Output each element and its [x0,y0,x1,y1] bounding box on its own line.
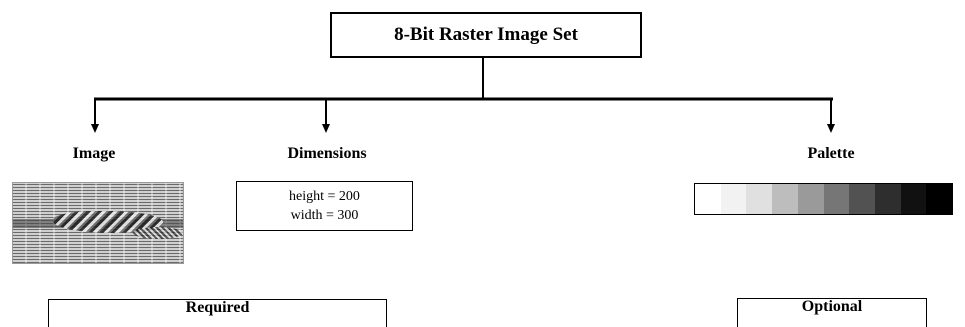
raster-image-thumbnail [12,182,184,264]
width-value: width = 300 [290,208,359,223]
palette-swatch [823,184,850,214]
palette-swatch [849,184,875,214]
arrow-dimensions [322,124,330,133]
title-box: 8-Bit Raster Image Set [330,12,642,58]
node-label-image: Image [72,145,116,162]
palette-swatch [874,184,901,214]
optional-group-box: Optional [737,298,927,327]
arrow-image [91,124,99,133]
optional-label: Optional [801,298,863,315]
palette-swatch [900,184,927,214]
required-label: Required [185,299,250,316]
palette-swatch [926,184,953,214]
palette-swatch [797,184,824,214]
height-value: height = 200 [289,189,360,204]
palette-swatch [772,184,798,214]
title-text: 8-Bit Raster Image Set [394,24,578,45]
palette-swatch [720,184,747,214]
node-label-palette: Palette [807,145,855,162]
palette-swatch [695,184,721,214]
dimensions-box: height = 200 width = 300 [236,181,413,231]
palette-swatch [746,184,773,214]
node-label-dimensions: Dimensions [287,145,367,162]
arrow-palette [827,124,835,133]
palette-strip [694,183,953,215]
required-group-box: Required [48,299,387,327]
